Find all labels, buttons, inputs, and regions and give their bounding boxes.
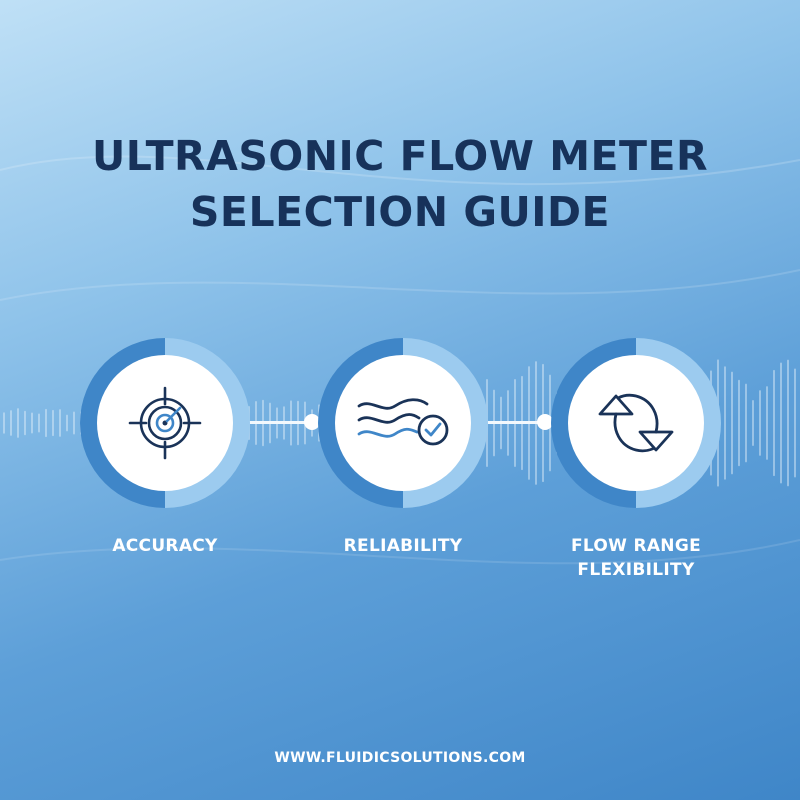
accuracy-label: ACCURACY — [112, 536, 218, 556]
connector-dot — [537, 414, 553, 430]
flow-range-label: FLOW RANGE FLEXIBILITY — [551, 534, 721, 582]
flow-range-badge — [551, 338, 721, 508]
background-curve — [0, 269, 800, 301]
target-crosshair-icon — [128, 386, 202, 460]
title-line-1: ULTRASONIC FLOW METER — [91, 132, 709, 180]
badge-inner — [568, 355, 704, 491]
reliability-badge — [318, 338, 488, 508]
cycle-arrows-icon — [598, 393, 674, 453]
waves-check-icon — [357, 398, 449, 446]
flow-range-label-line-2: FLEXIBILITY — [577, 560, 695, 580]
page-title: ULTRASONIC FLOW METER SELECTION GUIDE — [0, 128, 800, 240]
background-curve — [0, 539, 800, 565]
connector-line — [485, 421, 555, 424]
connector-line — [245, 421, 320, 424]
title-line-2: SELECTION GUIDE — [189, 188, 611, 236]
website-url: WWW.FLUIDICSOLUTIONS.COM — [274, 750, 526, 766]
background-curve — [0, 155, 800, 186]
badge-inner — [97, 355, 233, 491]
reliability-label: RELIABILITY — [343, 536, 463, 556]
flow-range-label-line-1: FLOW RANGE — [570, 536, 701, 556]
connector-dot — [304, 414, 320, 430]
badge-inner — [335, 355, 471, 491]
accuracy-badge — [80, 338, 250, 508]
